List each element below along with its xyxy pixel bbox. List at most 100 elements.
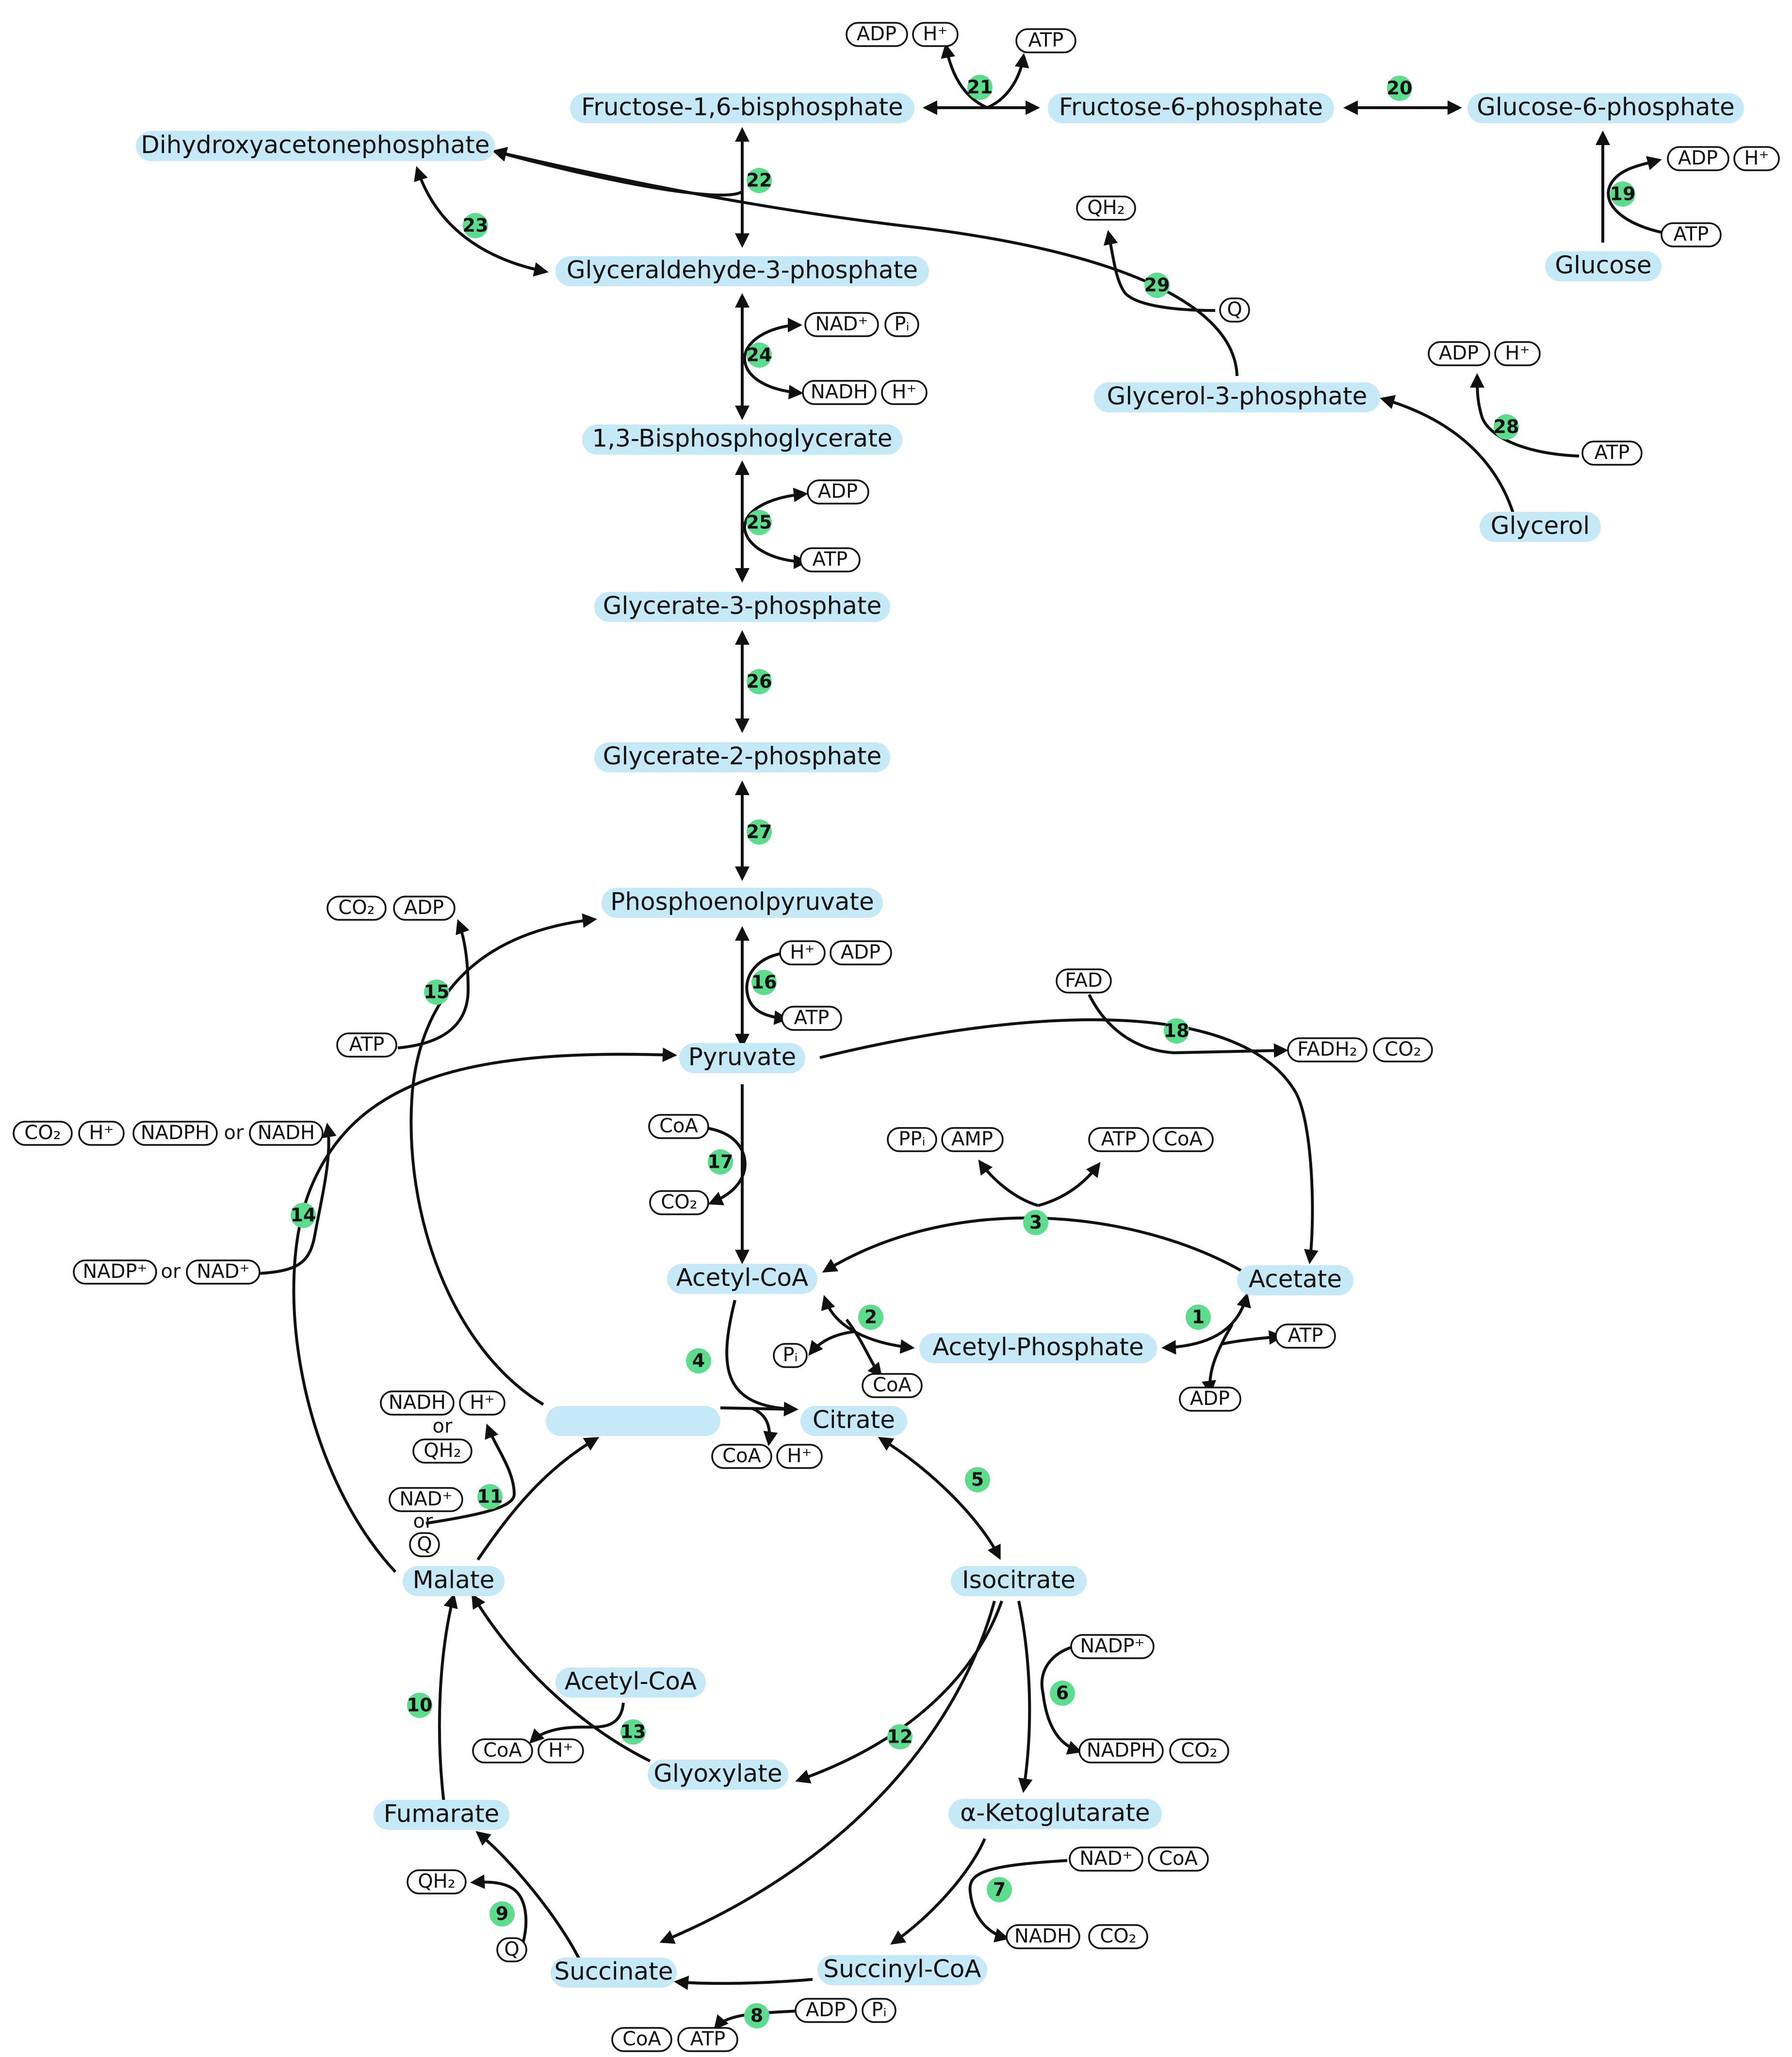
arrow-17-coa-co2 [705, 1126, 747, 1206]
metabolite-g6p: Glucose-6-phosphate [1467, 93, 1744, 123]
arrow-7-nad-nadh [968, 1859, 1068, 1943]
enzyme-badge-14: 14 [291, 1203, 316, 1228]
svg-text:4: 4 [692, 1350, 705, 1371]
enzyme-badge-18: 18 [1164, 1018, 1189, 1044]
svg-text:FAD: FAD [1065, 969, 1103, 992]
arrow-24-nadh [743, 318, 803, 400]
arrow-21-atp [986, 53, 1029, 109]
cofactor-fad: FAD [1056, 968, 1112, 994]
svg-text:3: 3 [1029, 1212, 1042, 1233]
enzyme-badge-19: 19 [1610, 181, 1635, 207]
svg-text:ATP: ATP [1028, 29, 1064, 51]
svg-text:Glyceraldehyde-3-phosphate: Glyceraldehyde-3-phosphate [567, 256, 918, 284]
svg-text:H⁺: H⁺ [470, 1391, 494, 1414]
enzyme-badge-23: 23 [463, 213, 489, 238]
cofactor-adp: ADP [1428, 341, 1490, 366]
arrow-succinate-fumarate [475, 1831, 581, 1961]
metabolite-succinylcoa: Succinyl-CoA [817, 1955, 987, 1985]
svg-text:CoA: CoA [722, 1445, 761, 1467]
svg-text:Citrate: Citrate [813, 1406, 895, 1434]
cofactor-atp: ATP [1661, 222, 1722, 247]
cofactor-qh2: QH₂ [407, 1869, 467, 1894]
svg-text:Pᵢ: Pᵢ [871, 1999, 886, 2021]
arrow-14-nadp-nadph [258, 1123, 337, 1275]
svg-text:Succinyl-CoA: Succinyl-CoA [823, 1955, 981, 1983]
arrow-isocitrate-akg [1017, 1600, 1033, 1793]
svg-text:6: 6 [1056, 1682, 1069, 1704]
arrow-1-adp [1202, 1323, 1234, 1395]
enzyme-badge-12: 12 [887, 1724, 912, 1749]
enzyme-badges: 1 2 3 4 5 6 7 8 9 10 11 12 13 14 15 16 1… [291, 75, 1635, 2028]
enzyme-badge-3: 3 [1023, 1210, 1048, 1235]
metabolite-acetylcoa-2: Acetyl-CoA [555, 1667, 706, 1698]
enzyme-badge-26: 26 [747, 669, 772, 694]
metabolite-bpg: 1,3-Bisphosphoglycerate [582, 424, 902, 455]
svg-text:ADP: ADP [1190, 1388, 1230, 1410]
svg-text:Q: Q [1227, 298, 1242, 321]
arrow-13-acetylcoa-coa [529, 1702, 625, 1744]
connector-or: or [413, 1510, 433, 1533]
cofactor-atp: ATP [1015, 28, 1076, 53]
svg-text:Acetyl-Phosphate: Acetyl-Phosphate [932, 1333, 1144, 1361]
svg-text:NADH: NADH [1014, 1925, 1072, 1947]
enzyme-badge-10: 10 [407, 1693, 433, 1718]
enzyme-badge-16: 16 [751, 970, 777, 995]
svg-text:ATP: ATP [1288, 1324, 1323, 1347]
enzyme-badge-22: 22 [747, 168, 772, 193]
arrow-9-q-qh2 [470, 1874, 528, 1943]
svg-text:NAD⁺: NAD⁺ [399, 1488, 452, 1510]
arrow-2-coa [845, 1319, 882, 1378]
svg-text:PPᵢ: PPᵢ [898, 1128, 925, 1150]
svg-text:16: 16 [751, 972, 777, 993]
enzyme-badge-1: 1 [1186, 1305, 1211, 1330]
enzyme-badge-21: 21 [967, 75, 993, 100]
cofactor-nadph: NADPH [1078, 1738, 1164, 1763]
arrow-18-fad-fadh2 [1088, 994, 1288, 1058]
svg-text:CoA: CoA [1159, 1847, 1198, 1870]
svg-text:H⁺: H⁺ [1505, 342, 1530, 364]
svg-text:25: 25 [747, 512, 772, 533]
arrow-19-atp-adp [1607, 156, 1664, 234]
svg-text:NAD⁺: NAD⁺ [1079, 1847, 1132, 1870]
arrow-16-h-atp [745, 952, 789, 1025]
cofactor-nadph: NADPH [132, 1121, 218, 1146]
svg-text:NADPH: NADPH [1087, 1739, 1156, 1762]
svg-text:Succinate: Succinate [554, 1958, 673, 1986]
cofactor-nadh: NADH [249, 1121, 324, 1146]
enzyme-badge-5: 5 [965, 1467, 990, 1492]
svg-text:QH₂: QH₂ [1087, 196, 1125, 219]
cofactor-q: Q [1219, 297, 1250, 323]
svg-text:10: 10 [407, 1695, 433, 1716]
metabolite-fumarate: Fumarate [374, 1800, 509, 1830]
cofactors: ADP H⁺ ATP ADP H⁺ ATP QH₂ Q NAD⁺ Pᵢ NADH… [13, 22, 1780, 2052]
svg-text:Glycerate-2-phosphate: Glycerate-2-phosphate [603, 742, 881, 770]
svg-text:NADH: NADH [389, 1391, 446, 1414]
svg-text:ATP: ATP [349, 1033, 385, 1056]
cofactor-h: H⁺ [1494, 341, 1541, 366]
cofactor-coa: CoA [862, 1373, 923, 1398]
svg-text:CoA: CoA [483, 1739, 522, 1762]
metabolite-glucose: Glucose [1545, 251, 1662, 281]
svg-text:Acetyl-CoA: Acetyl-CoA [565, 1667, 697, 1696]
svg-text:23: 23 [463, 215, 489, 236]
arrow-g3p-dhap [492, 147, 1238, 376]
svg-text:Acetyl-CoA: Acetyl-CoA [676, 1264, 808, 1292]
svg-text:Q: Q [504, 1938, 519, 1960]
cofactor-nad: NAD⁺ [1069, 1846, 1143, 1872]
svg-text:15: 15 [424, 981, 450, 1003]
metabolite-g3p: Glycerol-3-phosphate [1094, 382, 1380, 412]
enzyme-badge-8: 8 [744, 2003, 769, 2028]
metabolites: Fructose-1,6-bisphosphate Fructose-6-pho… [136, 93, 1744, 1988]
cofactor-fadh2: FADH₂ [1287, 1037, 1368, 1062]
arrow-28-atp-adp [1470, 373, 1580, 457]
arrow-malate-oaa [476, 1437, 600, 1561]
arrow-21-adp [941, 43, 988, 109]
arrow-succinylcoa-succinate [674, 1975, 813, 1991]
cofactor-coa: CoA [611, 2027, 672, 2052]
arrow-2-pi [808, 1330, 854, 1356]
svg-text:20: 20 [1387, 78, 1413, 99]
metabolite-dhap: Dihydroxyacetonephosphate [136, 131, 495, 161]
enzyme-badge-4: 4 [686, 1348, 711, 1373]
metabolite-malate: Malate [403, 1566, 505, 1596]
svg-text:CO₂: CO₂ [1100, 1925, 1136, 1947]
